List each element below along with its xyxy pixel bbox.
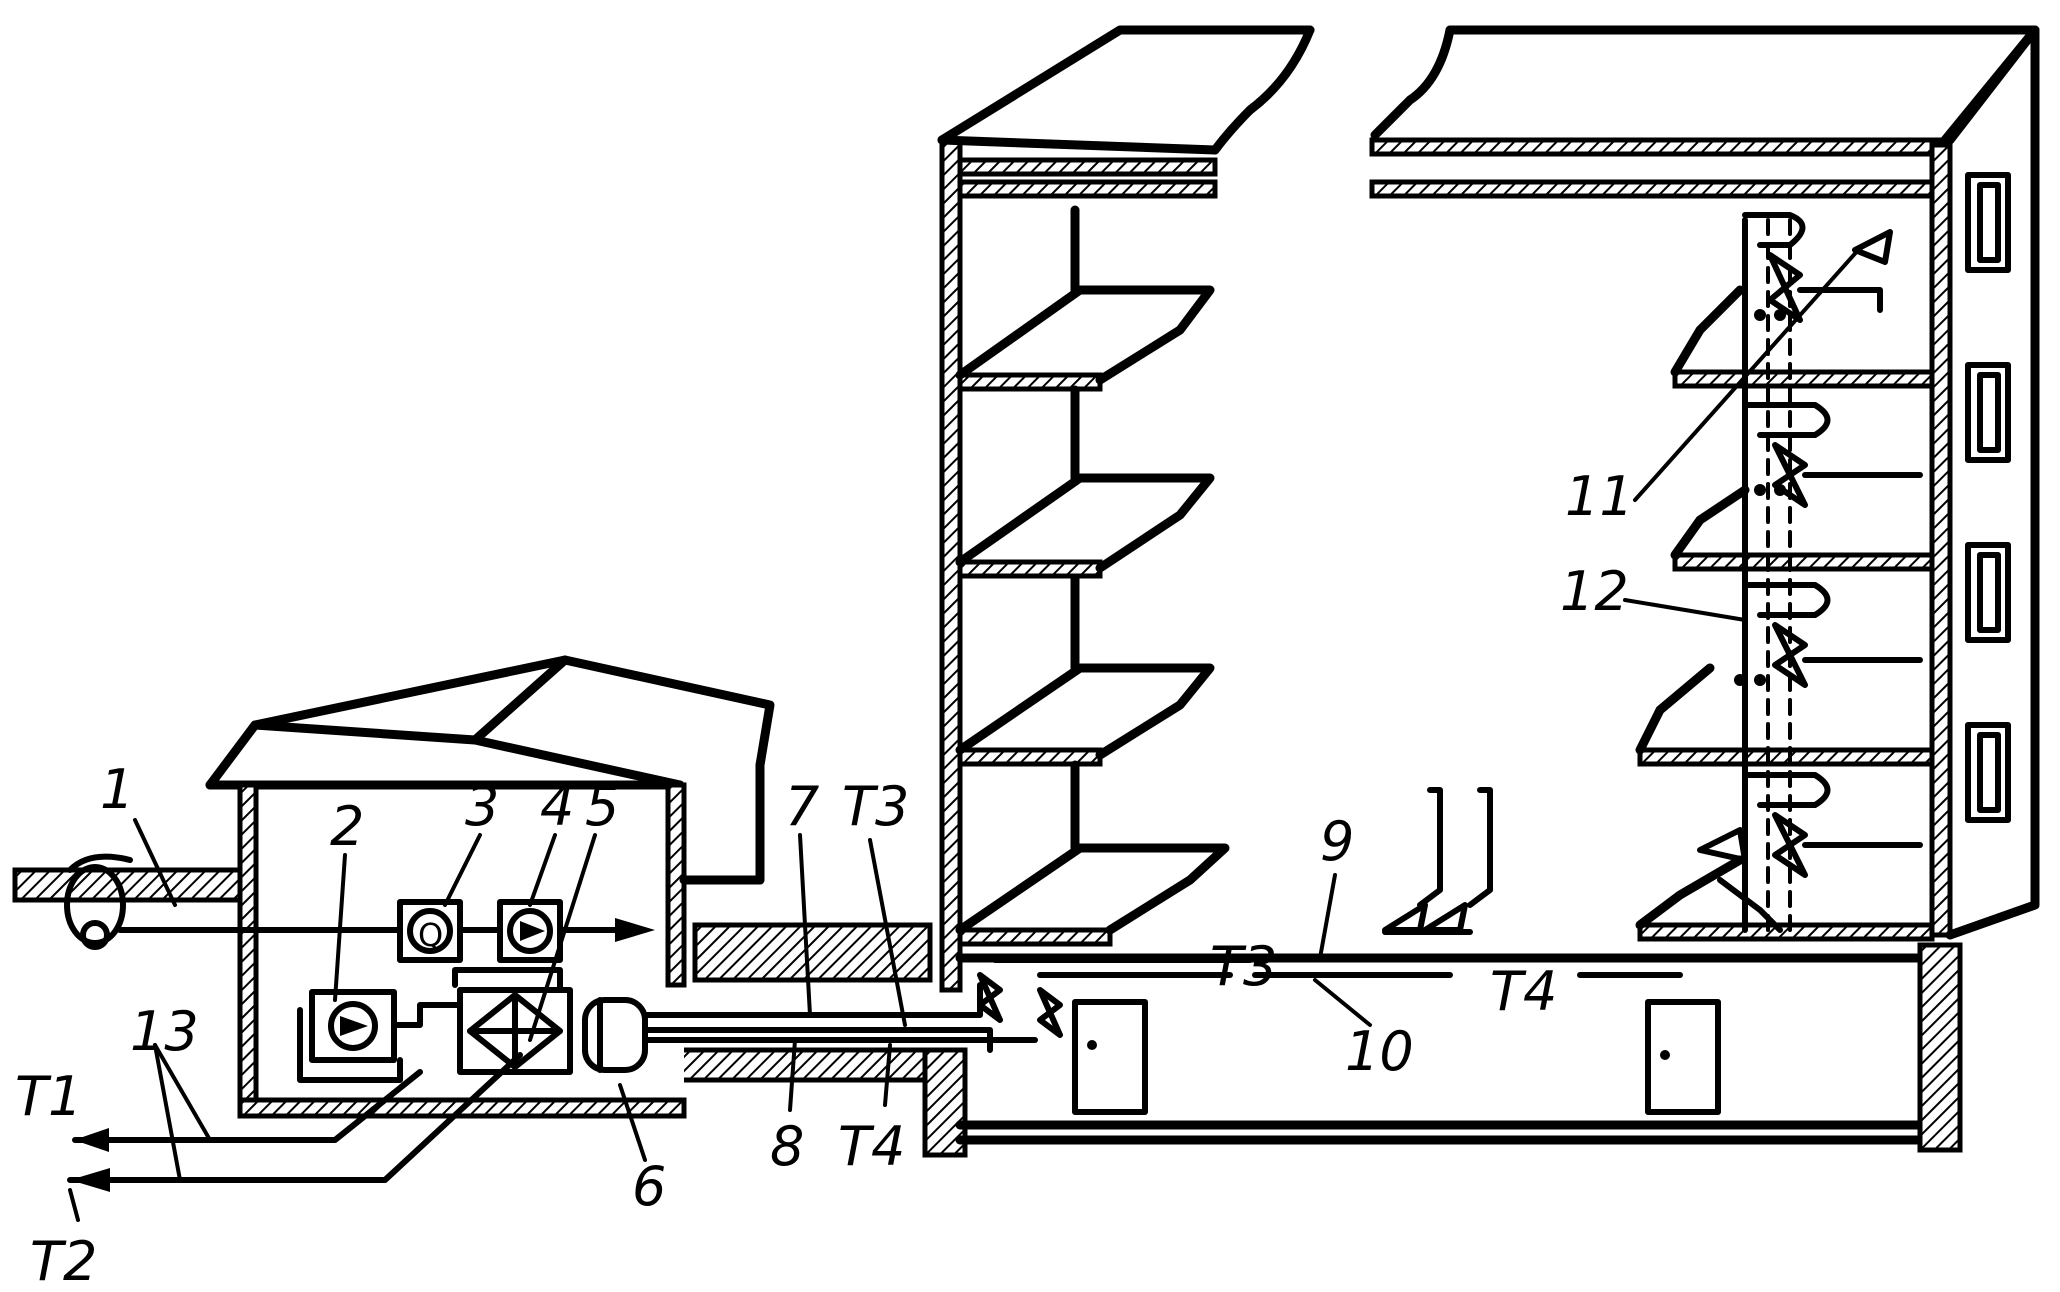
label-12: 12: [1560, 560, 1629, 623]
main-building: [937, 25, 2040, 1153]
meter-q-label: Q: [418, 916, 443, 954]
labels: 1 2 3 4 5 6 7 T3 8 T4 9 T3 T4 10 11 12 1…: [15, 465, 1634, 1292]
label-7: 7: [785, 775, 819, 838]
label-3: 3: [465, 775, 499, 838]
label-2: 2: [330, 795, 364, 858]
label-t3-b: T3: [1210, 935, 1277, 998]
label-t4-a: T4: [838, 1115, 905, 1178]
label-11: 11: [1565, 465, 1634, 528]
network-pipes-13: [67, 1052, 523, 1222]
label-1: 1: [100, 758, 134, 821]
heat-exchanger-5: [391, 967, 573, 1075]
basement-door-2: [1645, 999, 1721, 1115]
label-10: 10: [1345, 1020, 1414, 1083]
pump-4: [497, 899, 563, 963]
heat-meter-3: Q: [397, 899, 463, 963]
radiator-valve-icon: [1422, 902, 1468, 933]
distribution-pipes-9-10: [977, 787, 1683, 1038]
supply-return-pipes-7-8: [642, 982, 1038, 1158]
label-8: 8: [770, 1115, 804, 1178]
pump-2: [297, 989, 403, 1083]
radiator-valve-icon: [1382, 902, 1428, 933]
label-t4-b: T4: [1490, 960, 1557, 1023]
label-5: 5: [585, 775, 619, 838]
label-6: 6: [632, 1155, 666, 1218]
expansion-tank-6: [582, 997, 648, 1073]
supply-pipe-1: [64, 853, 655, 950]
label-9: 9: [1320, 810, 1354, 873]
windows: [1965, 172, 2011, 823]
valve-icon: [1037, 987, 1063, 1038]
risers-11-12: [1697, 212, 1923, 933]
left-floors: [955, 205, 1230, 947]
right-floors: [1635, 285, 1935, 942]
radiator-valve-icon: [1697, 827, 1748, 863]
label-13: 13: [130, 1000, 199, 1063]
label-4: 4: [540, 775, 574, 838]
label-t1: T1: [15, 1065, 82, 1128]
leader-lines: [133, 246, 1862, 1182]
label-t3-a: T3: [842, 775, 909, 838]
air-vent-icon: [1852, 229, 1893, 265]
valve-icon: [977, 972, 1003, 1023]
label-t2: T2: [30, 1230, 97, 1292]
basement-door-1: [1072, 999, 1148, 1115]
